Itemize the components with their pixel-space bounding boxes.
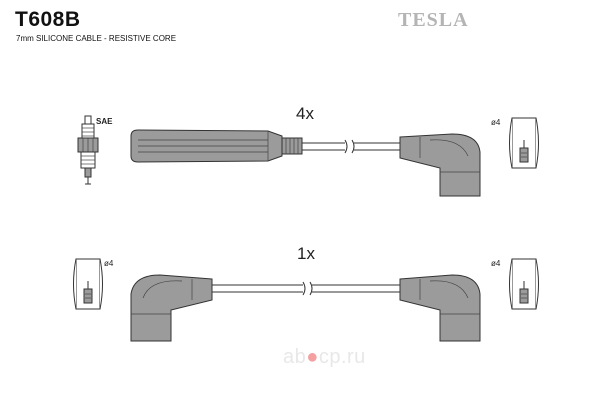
terminal-label-row-2-left: ø4 [104,259,114,268]
brand-logo: TESLA [398,9,469,31]
terminal-icon-row-2-right [509,258,539,310]
spark-plug-icon [77,115,99,185]
straight-boot-icon [130,129,303,163]
angled-boot-icon-row-2-left [130,274,213,342]
terminal-icon-row-2-left [73,258,103,310]
spark-plug-terminal-label: SAE [96,117,113,126]
cable-row-1 [302,139,400,154]
coil-terminal-icon [509,117,539,169]
terminal-label-row-2-right: ø4 [491,259,501,268]
quantity-row-2: 1x [297,244,315,263]
angled-boot-icon-row-2-right [399,274,481,342]
cable-row-2 [212,281,400,296]
angled-boot-icon [399,133,481,197]
watermark: ab●cp.ru [283,346,366,368]
part-code: T608B [15,8,81,31]
quantity-row-1: 4x [296,104,314,123]
cable-spec: 7mm SILICONE CABLE - RESISTIVE CORE [16,34,177,43]
coil-terminal-label-row-1: ø4 [491,118,501,127]
